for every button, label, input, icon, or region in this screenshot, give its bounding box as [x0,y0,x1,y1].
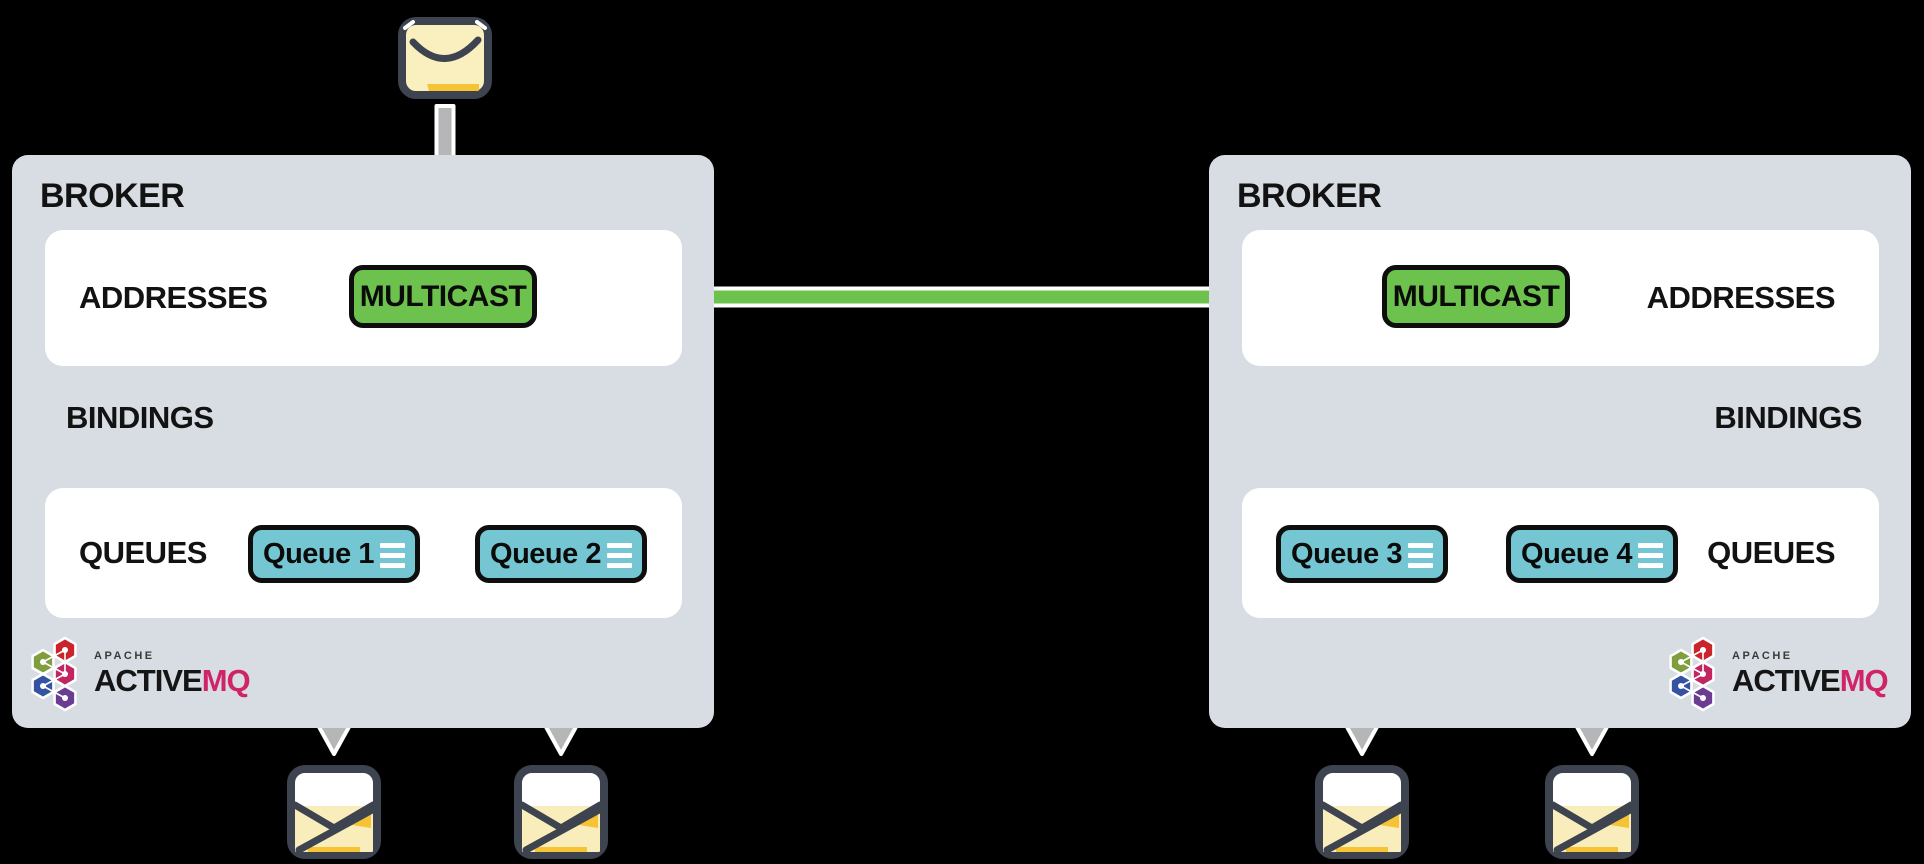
consumer-envelope-icon [1314,764,1410,864]
consumer-envelope-icon [1544,764,1640,864]
logo-text: APACHE ACTIVE MQ [94,650,251,699]
consumer-envelope-icon [513,764,609,864]
queue-1-node: Queue 1 [248,525,420,583]
queue-4-node: Queue 4 [1506,525,1678,583]
mq-label: MQ [201,663,251,698]
hexagon-cluster-icon [31,636,77,712]
active-label: ACTIVE [94,663,203,698]
queues-label: QUEUES [79,535,207,570]
queues-label: QUEUES [1707,535,1835,570]
broker-title: BROKER [1237,177,1382,215]
apache-label: APACHE [94,650,155,662]
addresses-label: ADDRESSES [79,280,268,315]
multicast-address-node-right: MULTICAST [1382,265,1570,328]
logo-text: APACHE ACTIVE MQ [1732,650,1889,699]
queue-3-node: Queue 3 [1276,525,1448,583]
apache-label: APACHE [1732,650,1793,662]
producer-message-envelope-icon [397,16,493,100]
multicast-label: MULTICAST [359,279,527,313]
multicast-label: MULTICAST [1392,279,1560,313]
activemq-logo: APACHE ACTIVE MQ [1664,636,1889,712]
queue-list-icon [606,542,632,568]
queue-label: Queue 3 [1291,537,1402,570]
multicast-address-node-left: MULTICAST [349,265,537,328]
hexagon-cluster-icon [1669,636,1715,712]
activemq-logo: APACHE ACTIVE MQ [26,636,251,712]
bindings-label: BINDINGS [66,400,214,435]
broker-title: BROKER [40,177,185,215]
addresses-label: ADDRESSES [1646,280,1836,315]
queue-label: Queue 4 [1521,537,1632,570]
queue-list-icon [379,542,405,568]
broker-left-panel: BROKER ADDRESSES BINDINGS QUEUES [12,155,714,728]
active-label: ACTIVE [1732,663,1841,698]
queue-label: Queue 2 [490,537,601,570]
queue-list-icon [1407,542,1433,568]
queue-list-icon [1637,542,1663,568]
mq-label: MQ [1839,663,1889,698]
queue-2-node: Queue 2 [475,525,647,583]
queue-label: Queue 1 [263,537,374,570]
bindings-label: BINDINGS [1714,400,1862,435]
consumer-envelope-icon [286,764,382,864]
